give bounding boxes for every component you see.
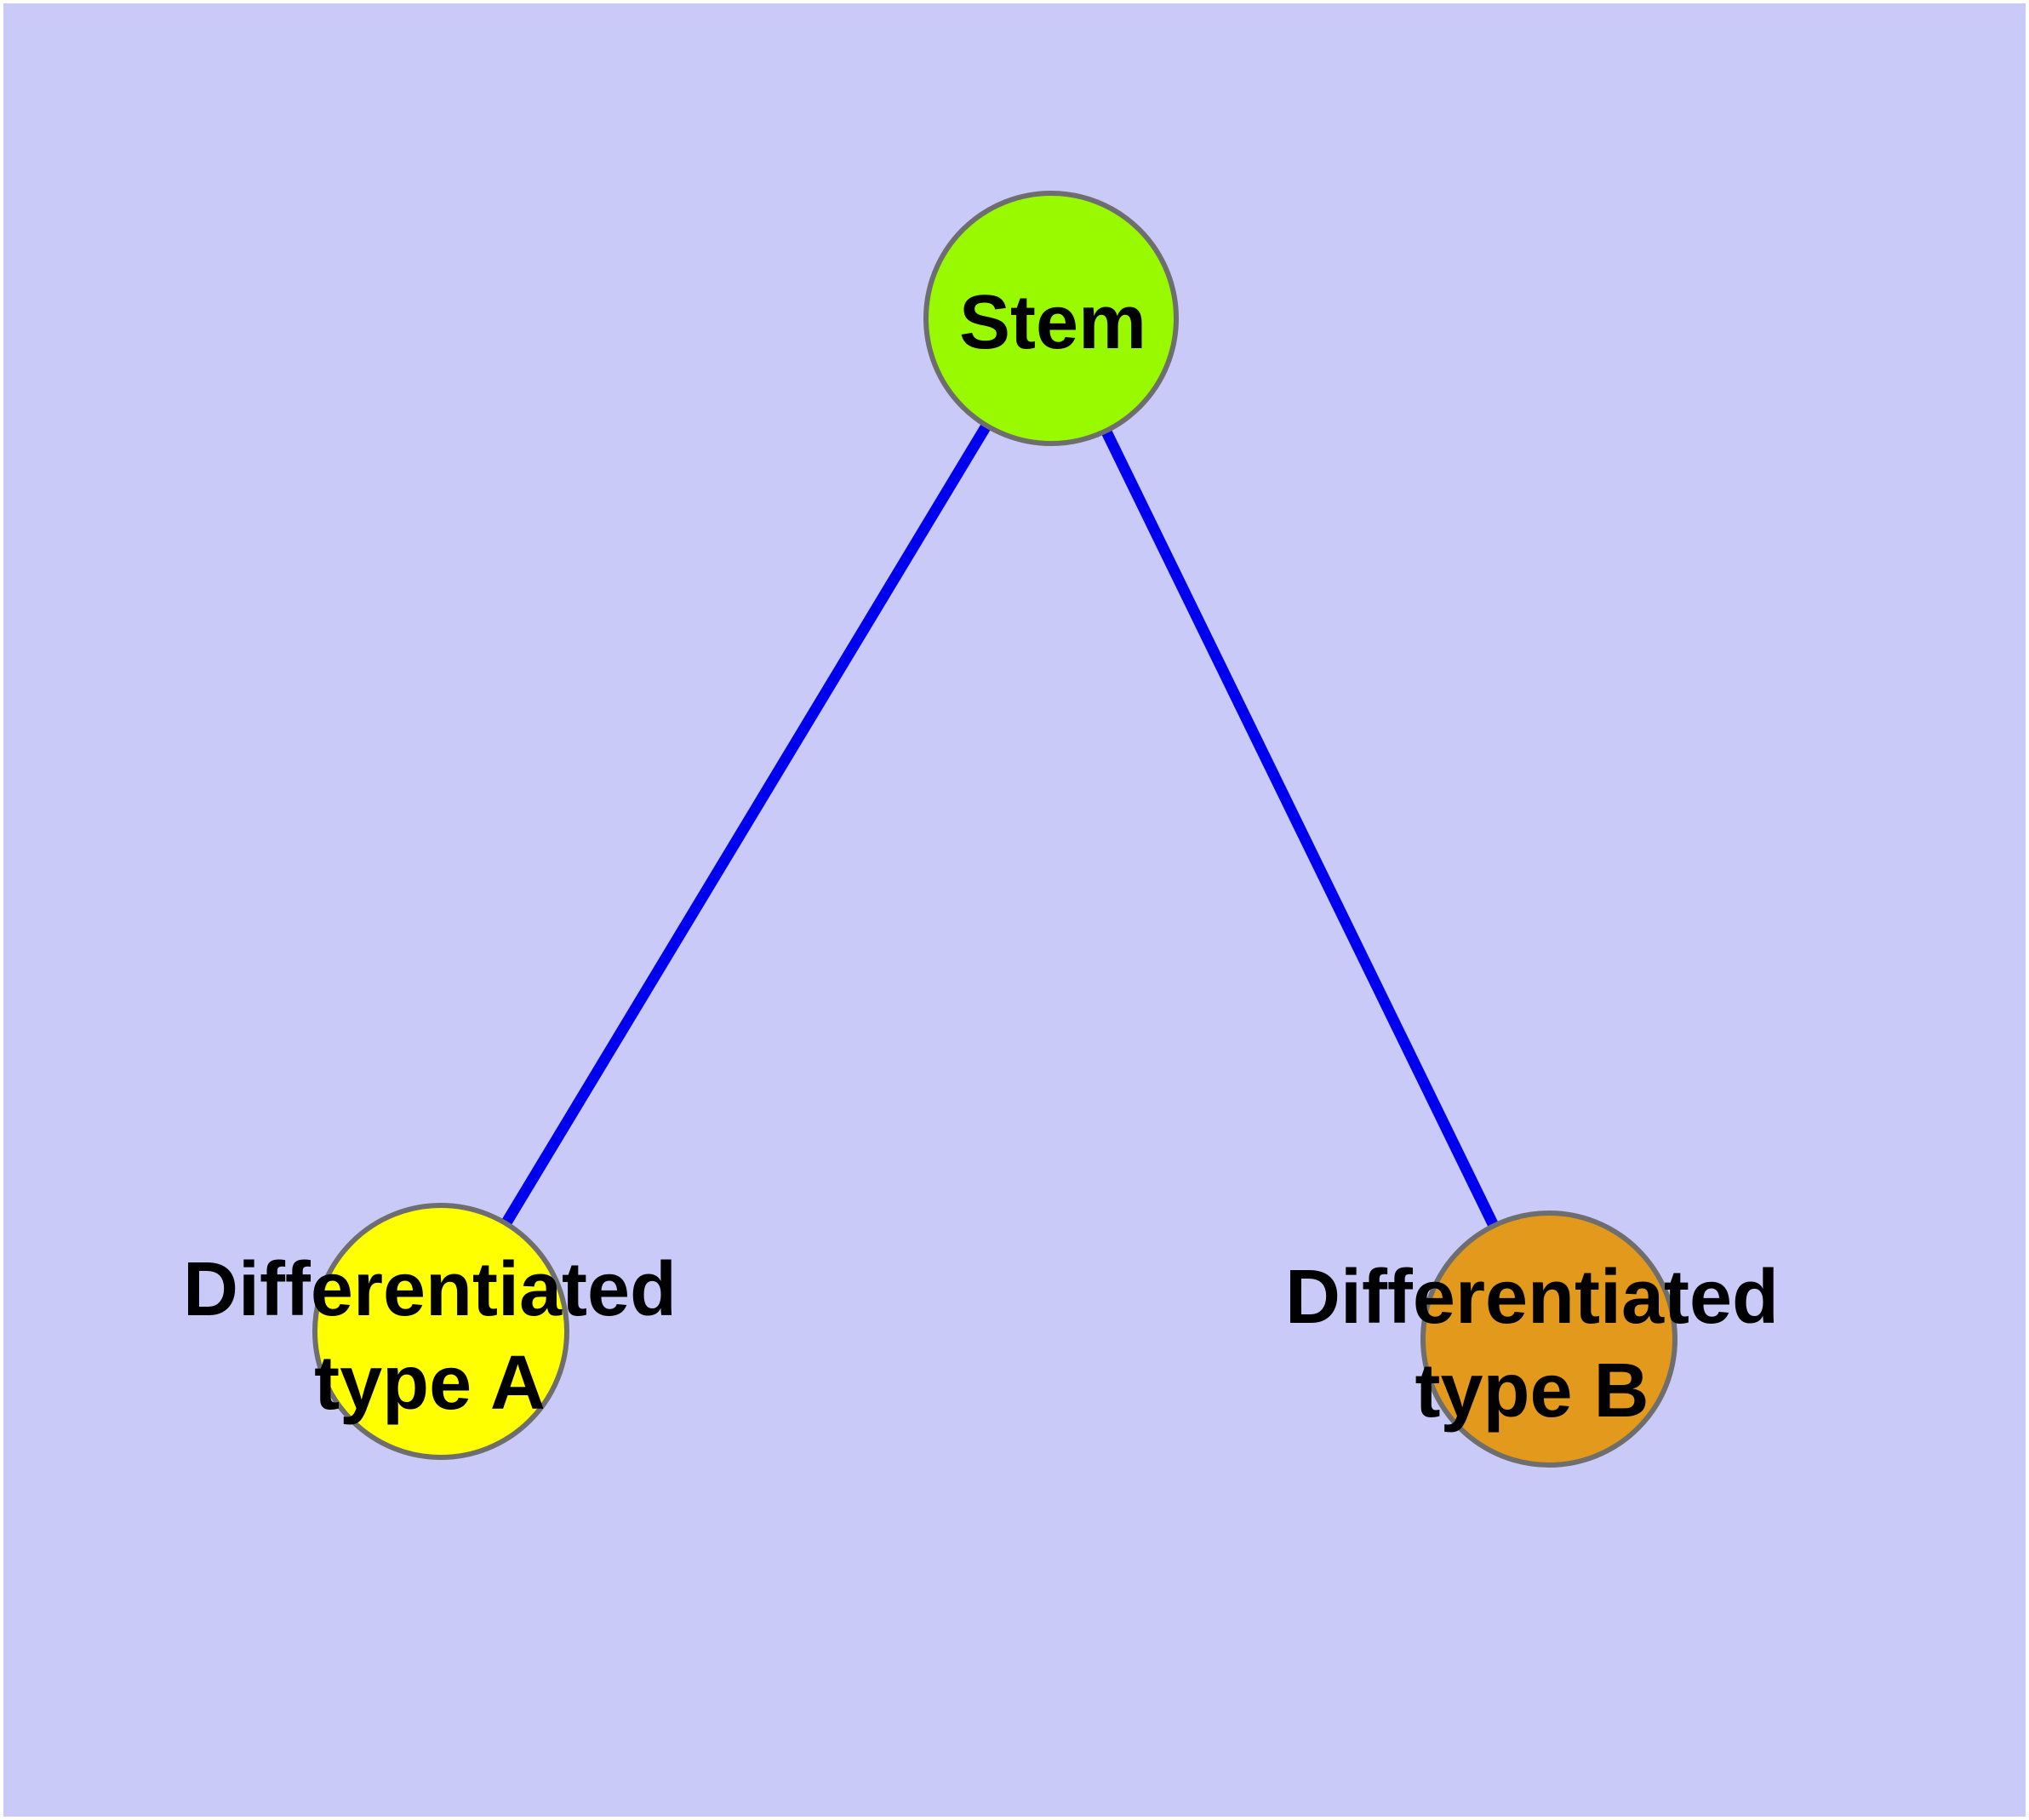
node-stem [923,191,1179,446]
node-label-differentiated-type-a-line-1: Differentiated [183,1247,677,1332]
node-label-stem-line-1: Stem [959,280,1146,365]
node-differentiated-type-a [312,1203,569,1460]
node-differentiated-type-b [1420,1210,1677,1468]
edge-stem-differentiated-type-b [1046,316,1554,1342]
node-label-differentiated-type-b-line-1: Differentiated [1285,1255,1779,1340]
node-label-differentiated-type-a-line-2: type A [314,1341,546,1426]
node-label-differentiated-type-b-line-2: type B [1415,1348,1649,1434]
edge-stem-differentiated-type-a [436,315,1056,1335]
